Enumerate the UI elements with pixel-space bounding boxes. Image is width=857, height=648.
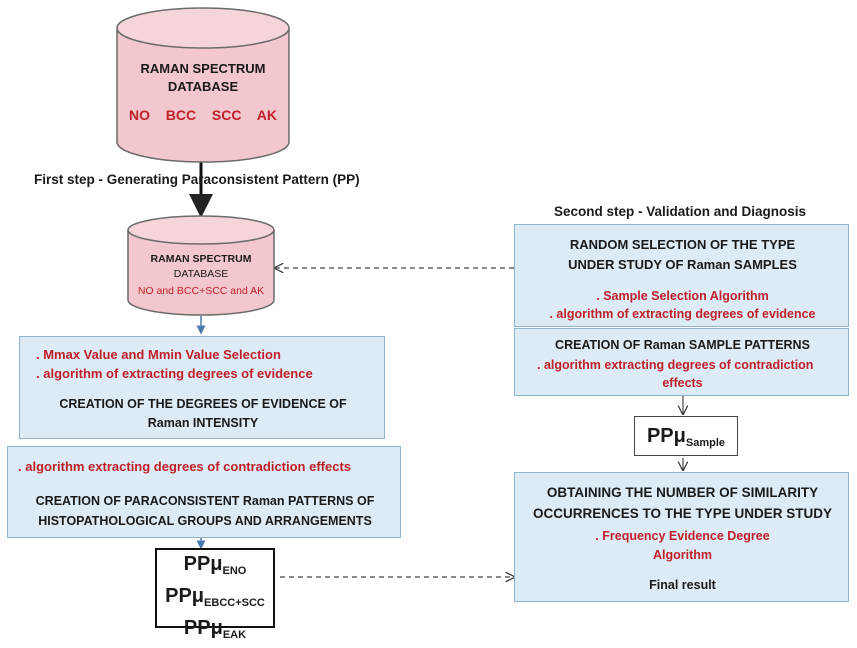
evidence-creation-title: CREATION OF THE DEGREES OF EVIDENCE OF [59, 397, 347, 411]
similarity-title-2: OCCURRENCES TO THE TYPE UNDER STUDY [532, 506, 833, 521]
extract-evidence-step-right: . algorithm of extracting degrees of evi… [549, 307, 816, 321]
pp-eno: PPμENO [183, 553, 247, 577]
extract-evidence-step: . algorithm of extracting degrees of evi… [36, 366, 313, 381]
raman-database-cylinder-merged [127, 215, 275, 316]
paraconsistent-patterns-box: . algorithm extracting degrees of contra… [7, 446, 401, 538]
top-db-groups: NO BCC SCC AK [129, 107, 277, 123]
random-selection-title-2: UNDER STUDY OF Raman SAMPLES [568, 257, 797, 272]
pp-patterns-list: PPμENO PPμEBCC+SCC PPμEAK [155, 548, 275, 641]
pp-sample: PPμSample [634, 416, 738, 456]
contradiction-step-right-2: effects [662, 376, 703, 390]
sample-patterns-title: CREATION OF Raman SAMPLE PATTERNS [555, 338, 810, 352]
evidence-creation-title-2: Raman INTENSITY [147, 416, 259, 430]
similarity-title: OBTAINING THE NUMBER OF SIMILARITY [546, 485, 819, 500]
raman-database-cylinder [116, 7, 290, 163]
patterns-title: CREATION OF PARACONSISTENT Raman PATTERN… [35, 494, 375, 508]
pp-ebcc-scc: PPμEBCC+SCC [165, 585, 265, 609]
final-result-label: Final result [649, 578, 716, 592]
frequency-step: . Frequency Evidence Degree [595, 529, 770, 543]
connector-arrows [189, 160, 857, 628]
evidence-degrees-box: . Mmax Value and Mmin Value Selection . … [19, 336, 385, 439]
contradiction-step-right: . algorithm extracting degrees of contra… [537, 358, 814, 372]
random-selection-box: RANDOM SELECTION OF THE TYPE UNDER STUDY… [514, 224, 849, 327]
patterns-title-2: HISTOPATHOLOGICAL GROUPS AND ARRANGEMENT… [38, 514, 372, 528]
sample-patterns-box: CREATION OF Raman SAMPLE PATTERNS . algo… [514, 328, 849, 396]
pp-eak: PPμEAK [183, 617, 247, 641]
first-step-label: First step - Generating Paraconsistent P… [34, 172, 360, 187]
mid-db-groups: NO and BCC+SCC and AK [137, 285, 265, 297]
sample-selection-step: . Sample Selection Algorithm [596, 289, 769, 303]
top-db-title: RAMAN SPECTRUM DATABASE [140, 61, 266, 94]
final-result-box: OBTAINING THE NUMBER OF SIMILARITY OCCUR… [514, 472, 849, 602]
frequency-step-2: Algorithm [652, 548, 713, 562]
mid-db-title: RAMAN SPECTRUM DATABASE [150, 253, 252, 280]
contradiction-step: . algorithm extracting degrees of contra… [18, 459, 352, 474]
second-step-label: Second step - Validation and Diagnosis [554, 204, 807, 219]
random-selection-title: RANDOM SELECTION OF THE TYPE [569, 237, 796, 252]
mmax-mmin-step: . Mmax Value and Mmin Value Selection [36, 347, 281, 362]
